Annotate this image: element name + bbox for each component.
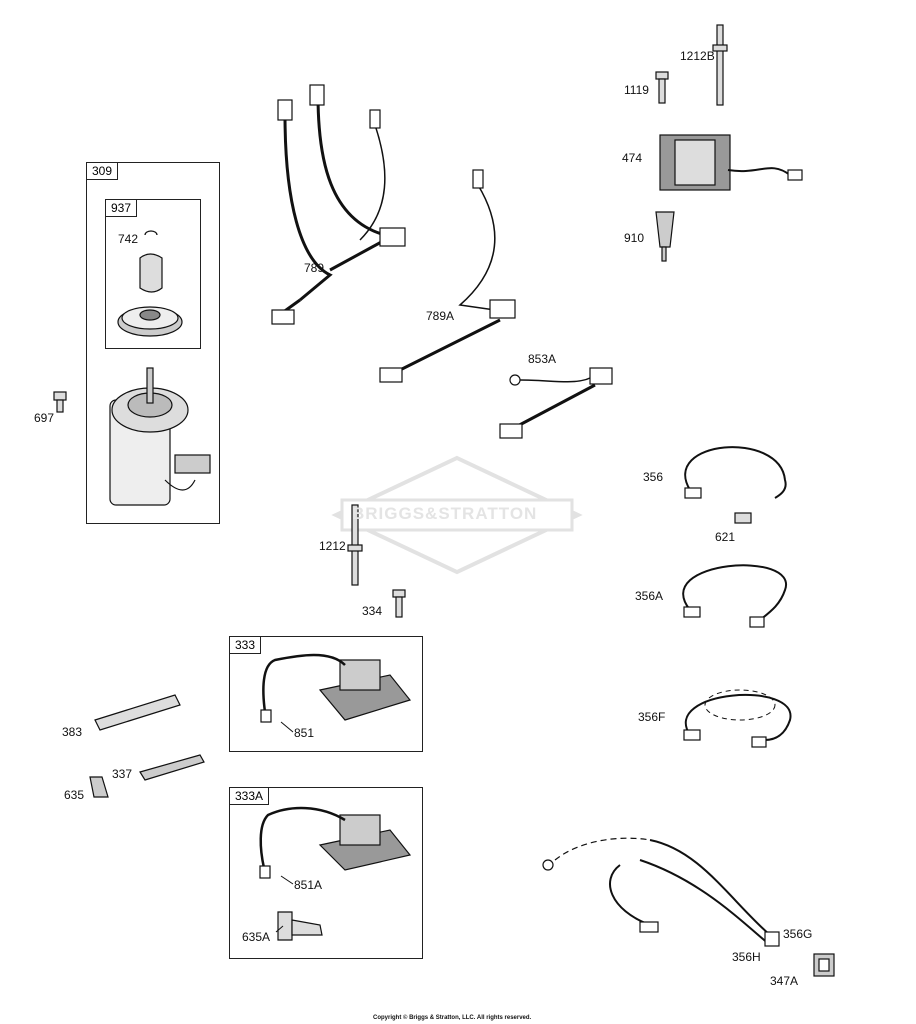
group-box-333 [229,636,423,752]
clip-621-part [734,512,752,524]
spark-plug-boot-635A-part [277,911,323,941]
drive-gear-part [117,230,183,337]
group-label-333: 333 [229,636,262,654]
boot-635-part [89,776,109,798]
spark-plug-337-part [139,754,205,781]
label-334: 334 [362,604,383,618]
label-853A: 853A [528,352,557,366]
group-label-333A: 333A [229,787,270,805]
label-635A: 635A [242,930,271,944]
armature-474-part [659,134,803,191]
label-1212B: 1212B [680,49,715,63]
label-356F: 356F [638,710,666,724]
group-label-937: 937 [105,199,138,217]
stud-1212-part [347,504,363,586]
label-356G: 356G [783,927,813,941]
group-box-937 [105,199,201,349]
group-box-309 [86,162,220,524]
label-474: 474 [622,151,643,165]
watermark-text: BRIGGS&STRATTON [352,504,538,523]
label-356: 356 [643,470,664,484]
switch-347A-part [813,953,835,977]
wire-harness-789A-part [379,169,516,383]
label-742: 742 [118,232,139,246]
screw-1119-part [655,71,669,104]
bolt-697-part [53,391,67,413]
ignition-coil-333A-part [259,806,412,879]
ground-wire-356A-part [682,564,787,628]
starter-motor-part [109,367,211,506]
copyright-notice: Copyright © Briggs & Stratton, LLC. All … [373,1015,532,1021]
label-910: 910 [624,231,645,245]
part-910 [655,211,675,262]
label-621: 621 [715,530,736,544]
bolt-334-part [392,589,406,618]
label-1212: 1212 [319,539,346,553]
label-697: 697 [34,411,55,425]
label-356A: 356A [635,589,664,603]
ground-wire-356F-part [683,689,792,748]
label-789: 789 [304,261,325,275]
label-337: 337 [112,767,133,781]
group-box-333A [229,787,423,959]
ignition-coil-333-part [260,653,412,723]
ground-wire-356-part [684,446,787,499]
group-label-309: 309 [86,162,119,180]
watermark-logo [331,455,583,575]
label-851A: 851A [294,878,323,892]
wire-harness-789-part [271,84,406,325]
tool-383-part [94,694,181,731]
ground-wires-356G-356H-part [542,837,780,947]
label-789A: 789A [426,309,455,323]
wire-harness-853A-part [499,367,613,439]
label-356H: 356H [732,950,761,964]
label-347A: 347A [770,974,799,988]
stud-1212B-part [712,24,728,106]
label-851: 851 [294,726,315,740]
label-383: 383 [62,725,83,739]
label-1119: 1119 [624,83,649,97]
label-635: 635 [64,788,85,802]
